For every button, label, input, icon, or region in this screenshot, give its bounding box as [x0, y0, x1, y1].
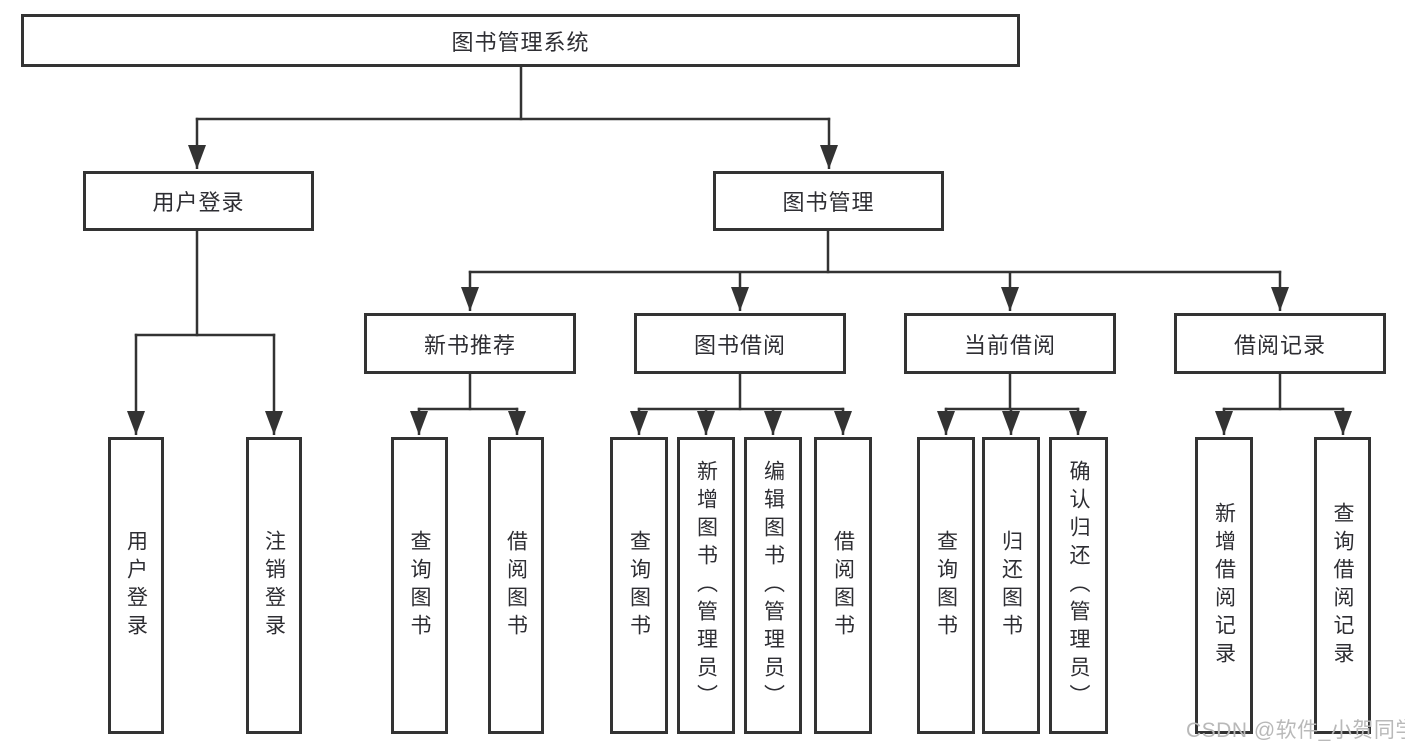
node-user-login: 用户登录 — [83, 171, 314, 231]
leaf-query-borrow-record: 查询借阅记录 — [1314, 437, 1371, 734]
leaf-return-book: 归还图书 — [982, 437, 1040, 734]
leaf-confirm-return-admin: 确认归还（管理员） — [1049, 437, 1108, 734]
csdn-watermark: CSDN @软件_小贺同学 — [1186, 719, 1405, 742]
node-new-book-recommend: 新书推荐 — [364, 313, 576, 374]
connector-borrow-records — [1215, 372, 1352, 435]
leaf-add-borrow-record: 新增借阅记录 — [1195, 437, 1253, 734]
connector-book-borrow — [630, 372, 852, 435]
leaf-borrow-books: 借阅图书 — [814, 437, 872, 734]
leaf-query-books-current: 查询图书 — [917, 437, 975, 734]
node-root: 图书管理系统 — [21, 14, 1020, 67]
leaf-add-book-admin: 新增图书（管理员） — [677, 437, 735, 734]
leaf-edit-book-admin: 编辑图书（管理员） — [744, 437, 802, 734]
leaf-query-books-recommend: 查询图书 — [391, 437, 448, 734]
leaf-query-books-borrow: 查询图书 — [610, 437, 668, 734]
node-book-management: 图书管理 — [713, 171, 944, 231]
leaf-borrow-books-recommend: 借阅图书 — [488, 437, 544, 734]
connector-root — [188, 66, 838, 169]
connector-book-management — [461, 230, 1289, 311]
connector-new-book-recommend — [410, 372, 526, 435]
connector-current-borrow — [937, 372, 1087, 435]
leaf-logout: 注销登录 — [246, 437, 302, 734]
node-book-borrow: 图书借阅 — [634, 313, 846, 374]
leaf-user-login: 用户登录 — [108, 437, 164, 734]
node-current-borrow: 当前借阅 — [904, 313, 1116, 374]
connector-user-login — [127, 230, 283, 435]
node-borrow-records: 借阅记录 — [1174, 313, 1386, 374]
